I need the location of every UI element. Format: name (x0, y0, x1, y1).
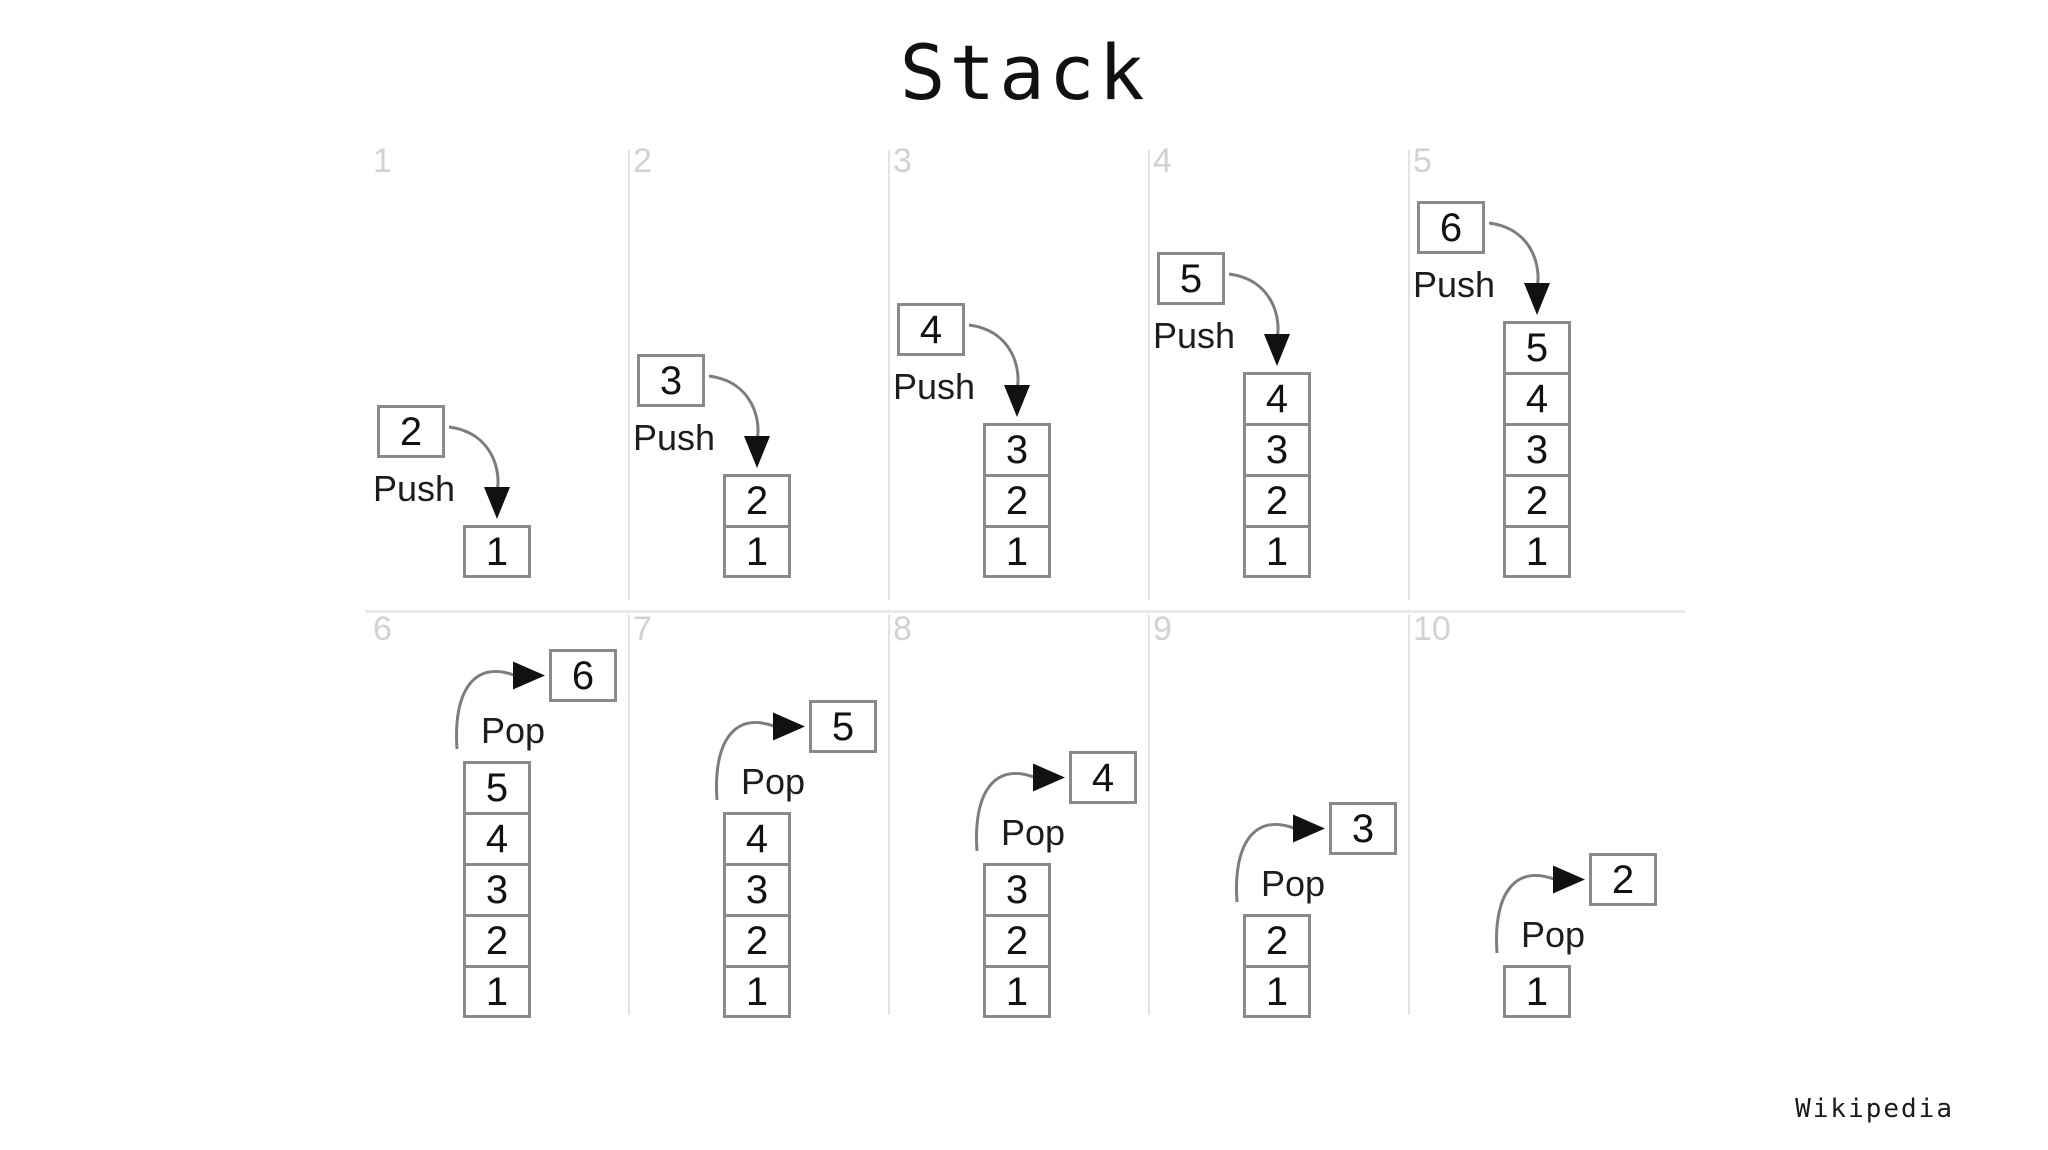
push-label: Push (373, 468, 456, 509)
pop-value-box: 6 (549, 649, 617, 702)
stack-cell: 1 (983, 525, 1051, 578)
push-arrow-icon (1488, 221, 1550, 315)
stack-cell: 4 (1243, 372, 1311, 425)
push-label: Push (633, 417, 716, 458)
stack-cell: 2 (723, 914, 791, 967)
column-divider (1408, 615, 1410, 1015)
stack-cell: 1 (463, 965, 531, 1018)
pop-label: Pop (1261, 863, 1326, 904)
push-arrow-icon (448, 425, 510, 519)
pop-value-box: 2 (1589, 853, 1657, 906)
column-divider (1408, 150, 1410, 600)
pop-arrow-icon (1234, 814, 1325, 903)
stack-cell: 4 (1503, 372, 1571, 425)
push-value-box: 4 (897, 303, 965, 356)
panel-number: 3 (893, 142, 912, 180)
stack-cell: 3 (1243, 423, 1311, 476)
attribution-label: Wikipedia (1795, 1094, 1954, 1124)
pop-label: Pop (481, 710, 546, 751)
panel-number: 10 (1413, 610, 1451, 648)
panel-number: 2 (633, 142, 652, 180)
stack-cell: 3 (983, 863, 1051, 916)
stack-cell: 1 (723, 965, 791, 1018)
page-title: Stack (899, 28, 1149, 117)
column-divider (888, 150, 890, 600)
push-value-box: 3 (637, 354, 705, 407)
stack-cell: 1 (1503, 965, 1571, 1018)
stack-cell: 2 (983, 914, 1051, 967)
panel-number: 5 (1413, 142, 1432, 180)
stack-cell: 1 (983, 965, 1051, 1018)
pop-label: Pop (741, 761, 806, 802)
push-value-box: 6 (1417, 201, 1485, 254)
push-arrow-icon (968, 323, 1030, 417)
stack-cell: 3 (723, 863, 791, 916)
column-divider (628, 615, 630, 1015)
stack-cell: 1 (1243, 525, 1311, 578)
stack-cell: 1 (1243, 965, 1311, 1018)
pop-arrow-icon (974, 763, 1065, 852)
push-label: Push (1413, 264, 1496, 305)
push-arrow-icon (1228, 272, 1290, 366)
push-value-box: 2 (377, 405, 445, 458)
stack-cell: 2 (723, 474, 791, 527)
panel-number: 9 (1153, 610, 1172, 648)
stack-cell: 4 (723, 812, 791, 865)
push-label: Push (1153, 315, 1236, 356)
panel-number: 7 (633, 610, 652, 648)
panel-number: 4 (1153, 142, 1172, 180)
panel-number: 6 (373, 610, 392, 648)
pop-value-box: 4 (1069, 751, 1137, 804)
pop-arrow-icon (454, 661, 545, 750)
panel-number: 8 (893, 610, 912, 648)
stack-cell: 2 (463, 914, 531, 967)
pop-label: Pop (1521, 914, 1586, 955)
panel-number: 1 (373, 142, 392, 180)
stack-cell: 1 (723, 525, 791, 578)
pop-label: Pop (1001, 812, 1066, 853)
pop-value-box: 5 (809, 700, 877, 753)
stack-cell: 2 (1503, 474, 1571, 527)
push-arrow-icon (708, 374, 770, 468)
column-divider (888, 615, 890, 1015)
push-value-box: 5 (1157, 252, 1225, 305)
stack-cell: 1 (463, 525, 531, 578)
stack-cell: 2 (1243, 914, 1311, 967)
pop-arrow-icon (1494, 865, 1585, 954)
row-divider (365, 610, 1685, 613)
stack-cell: 3 (1503, 423, 1571, 476)
column-divider (1148, 150, 1150, 600)
stack-cell: 3 (463, 863, 531, 916)
column-divider (1148, 615, 1150, 1015)
stack-cell: 1 (1503, 525, 1571, 578)
pop-value-box: 3 (1329, 802, 1397, 855)
pop-arrow-icon (714, 712, 805, 801)
push-label: Push (893, 366, 976, 407)
column-divider (628, 150, 630, 600)
